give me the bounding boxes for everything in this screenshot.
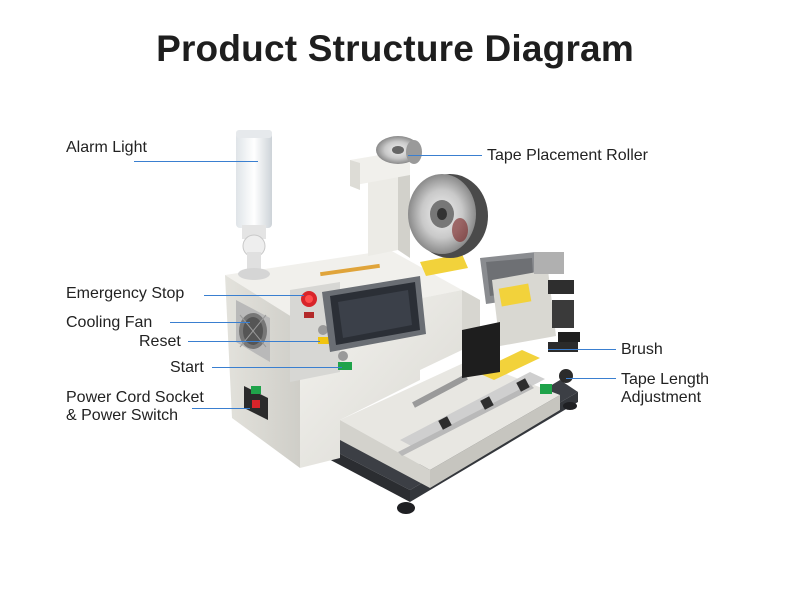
- label-cooling-fan: Cooling Fan: [66, 314, 153, 331]
- leader-cooling-fan: [170, 322, 250, 323]
- alarm-light-tower: [236, 130, 272, 280]
- leader-alarm-light: [134, 161, 258, 162]
- tape-length-knob: [559, 369, 573, 383]
- tape-reel: [408, 174, 488, 258]
- label-start: Start: [170, 359, 204, 376]
- label-alarm-light: Alarm Light: [66, 139, 147, 156]
- leader-tape-length: [566, 378, 616, 379]
- page-title: Product Structure Diagram: [156, 28, 634, 69]
- brush-part: [548, 342, 578, 352]
- label-tape-length-line2: Adjustment: [621, 389, 702, 406]
- cooling-fan: [236, 300, 270, 362]
- leader-brush: [548, 349, 616, 350]
- tape-placement-roller: [376, 136, 422, 164]
- label-tape-placement-roller: Tape Placement Roller: [487, 147, 648, 164]
- leader-reset: [188, 341, 320, 342]
- touchscreen: [322, 276, 426, 352]
- leader-emergency-stop: [204, 295, 304, 296]
- label-tape-length-line1: Tape Length: [621, 371, 710, 388]
- label-power-line1: Power Cord Socket: [66, 389, 204, 406]
- tape-tower: [350, 150, 410, 258]
- tape-tray: [340, 350, 560, 488]
- label-power-line2: & Power Switch: [66, 407, 179, 424]
- leader-tape-placement-roller: [408, 155, 482, 156]
- label-emergency-stop: Emergency Stop: [66, 285, 185, 302]
- cutting-head: [462, 252, 580, 383]
- label-brush: Brush: [621, 341, 663, 358]
- start-button: [338, 362, 352, 370]
- leader-start: [212, 367, 342, 368]
- label-reset: Reset: [139, 333, 181, 350]
- power-socket: [244, 386, 268, 420]
- reset-button: [318, 337, 330, 344]
- leader-power: [192, 408, 250, 409]
